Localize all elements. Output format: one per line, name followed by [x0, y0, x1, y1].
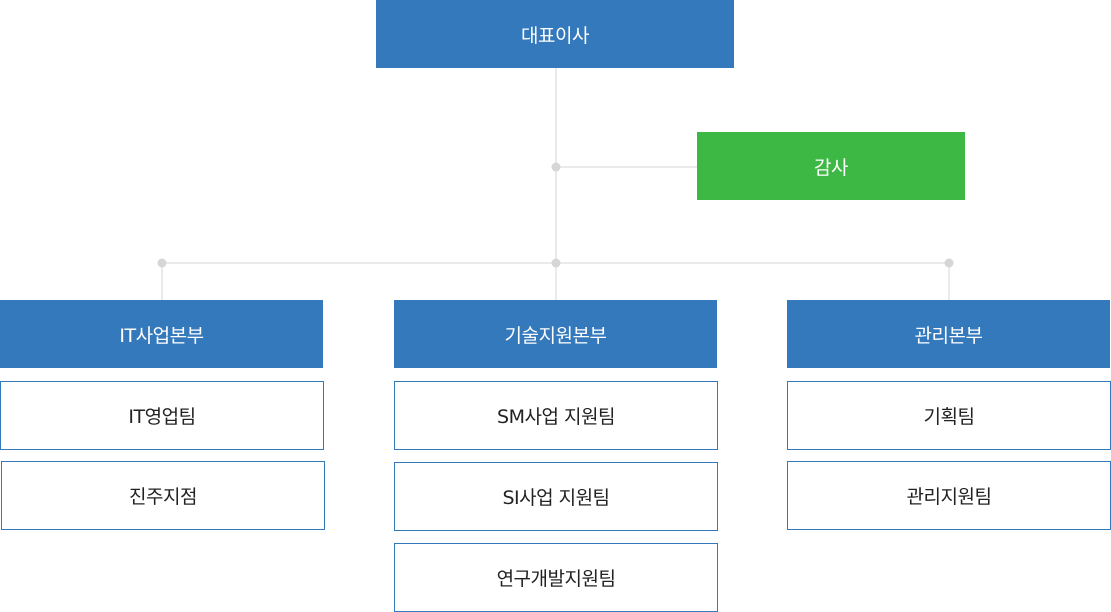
ceo-box: 대표이사	[376, 0, 734, 68]
team-rnd-support: 연구개발지원팀	[394, 543, 718, 612]
division-tech-support: 기술지원본부	[394, 300, 717, 368]
left-junction-dot	[157, 258, 167, 268]
team-sm-business-support: SM사업 지원팀	[394, 381, 718, 450]
team-planning: 기획팀	[787, 381, 1111, 450]
team-it-sales: IT영업팀	[0, 381, 324, 450]
audit-junction-dot	[551, 162, 561, 172]
team-jinju-branch: 진주지점	[1, 461, 325, 530]
division-it-business: IT사업본부	[0, 300, 323, 368]
division-management: 관리본부	[787, 300, 1110, 368]
audit-box: 감사	[697, 132, 965, 200]
center-junction-dot	[551, 258, 561, 268]
team-si-business-support: SI사업 지원팀	[394, 462, 718, 531]
team-admin-support: 관리지원팀	[787, 461, 1111, 530]
right-junction-dot	[944, 258, 954, 268]
